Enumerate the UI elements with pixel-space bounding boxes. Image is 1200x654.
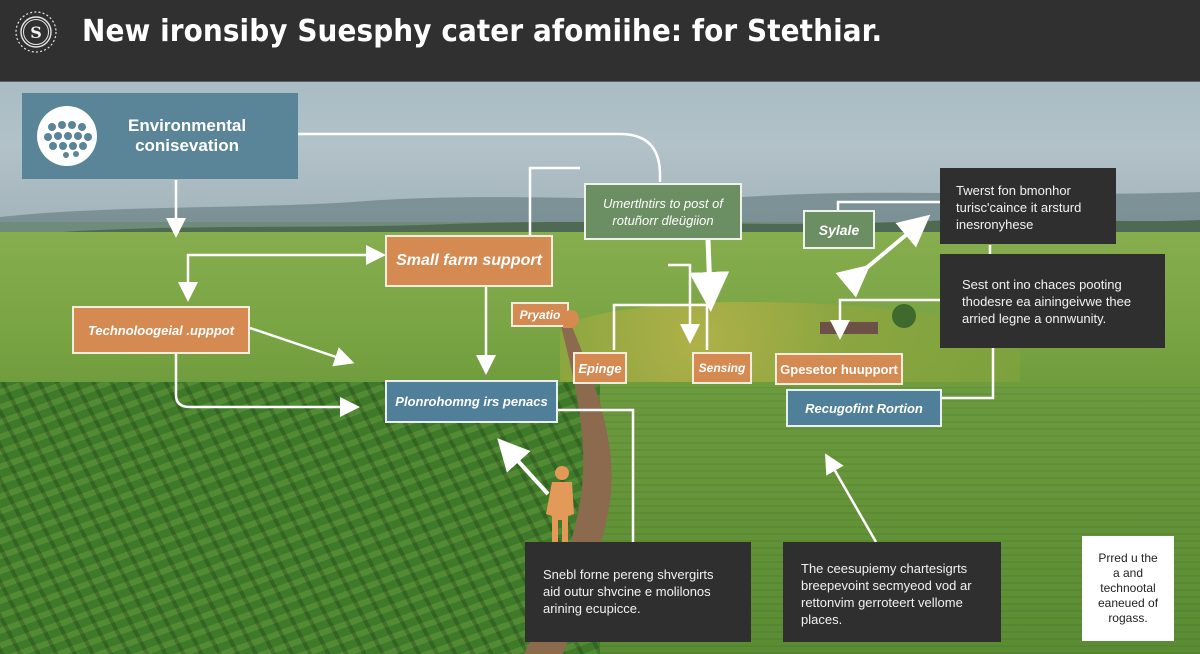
node-environmental-conservation[interactable]: Environmental conisevation: [22, 93, 298, 179]
info-box-mid-right: Sest ont ino chaces pooting thodesre ea …: [940, 254, 1165, 348]
node-label: Gpesetor huupport: [780, 361, 898, 377]
info-line: rettonvim gerroteert vellome: [801, 595, 963, 610]
node-label: Plonrohomng irs penacs: [395, 394, 548, 409]
info-box-bottom-left: Snebl forne pereng shvergirts aid outur …: [525, 542, 751, 642]
crop-rows-field: [0, 382, 600, 654]
info-line: Prred u the: [1098, 551, 1158, 565]
node-technological-support[interactable]: Technoloogeial .upppot: [72, 306, 250, 354]
info-box-bottom-right: Prred u the a and technootal eaneued of …: [1082, 536, 1174, 641]
node-label: Sylale: [818, 221, 860, 238]
info-line: thodesre ea ainingeivwe thee: [962, 294, 1132, 309]
globe-dots-icon: [37, 106, 97, 166]
tree: [892, 304, 916, 328]
barn: [820, 322, 878, 334]
info-line: The ceesupiemy chartesigrts: [801, 561, 968, 576]
node-label-line: conisevation: [135, 136, 239, 155]
page-title: New ironsiby Suesphy cater afomiihe: for…: [82, 14, 883, 49]
node-plonrohomng[interactable]: Plonrohomng irs penacs: [385, 380, 558, 423]
info-box-top-right: Twerst fon bmonhor turisc'caince it arst…: [940, 168, 1116, 244]
pyrado-pin-icon: [563, 310, 579, 328]
info-line: arining ecupicce.: [543, 601, 641, 616]
node-label-line: rotuñorr dleügiion: [612, 212, 714, 228]
node-label-line: Environmental: [128, 116, 247, 135]
info-line: Sest ont ino chaces pooting: [962, 277, 1122, 292]
info-line: inesronyhese: [956, 217, 1034, 232]
info-line: aid outur shvcine e molilonos: [543, 584, 711, 599]
info-box-bottom-center: The ceesupiemy chartesigrts breepevoint …: [783, 542, 1001, 642]
info-line: places.: [801, 612, 843, 627]
info-line: Twerst fon bmonhor: [956, 183, 1071, 198]
info-line: breepevoint secmyeod vod ar: [801, 578, 972, 593]
node-pyrado[interactable]: Pryatio: [511, 302, 569, 327]
node-label: Sensing: [698, 361, 746, 375]
node-epinge[interactable]: Epinge: [573, 352, 627, 384]
node-sensing[interactable]: Sensing: [692, 352, 752, 384]
node-small-farm-support[interactable]: Small farm support: [385, 235, 553, 287]
node-label: Technoloogeial .upppot: [87, 322, 235, 338]
node-label: Small farm support: [396, 252, 542, 269]
info-line: Snebl forne pereng shvergirts: [543, 567, 714, 582]
info-line: rogass.: [1108, 611, 1148, 625]
node-label: Recugofint Rortion: [805, 400, 923, 416]
node-sylale[interactable]: Sylale: [803, 210, 875, 249]
node-label-line: Umertlntirs to post of: [603, 195, 723, 211]
info-line: a and: [1112, 566, 1144, 580]
info-line: arried legne a onnwunity.: [962, 311, 1107, 326]
node-underlinks[interactable]: Umertlntirs to post of rotuñorr dleügiio…: [584, 183, 742, 240]
info-line: technootal: [1100, 581, 1156, 595]
header-bar: S New ironsiby Suesphy cater afomiihe: f…: [0, 0, 1200, 82]
person-silhouette-icon: [546, 466, 574, 544]
node-label: Pryatio: [519, 307, 561, 322]
node-label: Epinge: [578, 360, 622, 376]
node-recugofint-rortion[interactable]: Recugofint Rortion: [786, 389, 942, 427]
info-line: turisc'caince it arsturd: [956, 200, 1082, 215]
seal-monogram-icon: S: [15, 11, 57, 53]
svg-text:S: S: [30, 23, 42, 42]
node-gpesetor-support[interactable]: Gpesetor huupport: [775, 353, 903, 385]
info-line: eaneued of: [1097, 596, 1159, 610]
